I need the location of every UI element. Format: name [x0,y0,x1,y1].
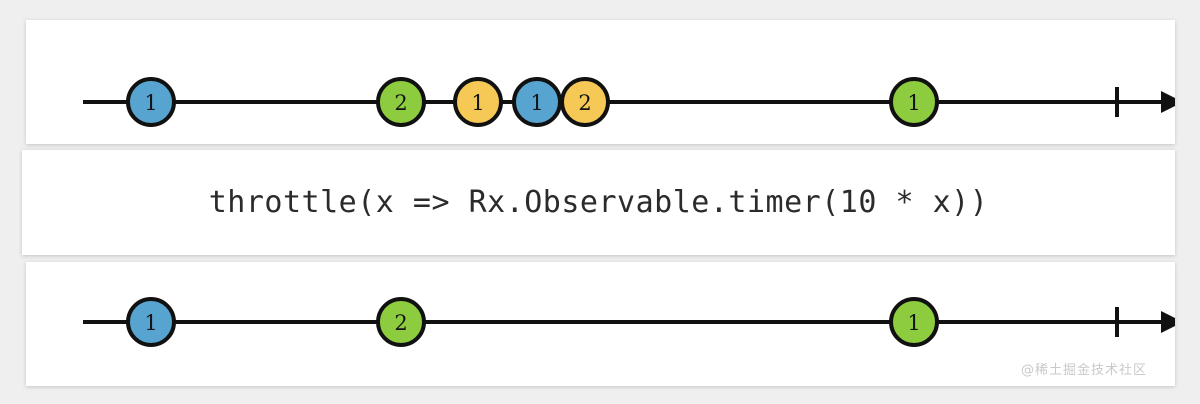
marble[interactable]: 1 [126,77,176,127]
marble-circle [126,77,176,127]
marble-circle [453,77,503,127]
marble-circle [889,297,939,347]
marble-circle [126,297,176,347]
timeline-arrowhead-icon [1161,311,1175,333]
marble-value-label: 1 [530,91,543,115]
marble-value-label: 1 [907,311,920,335]
marble[interactable]: 2 [376,77,426,127]
operator-code-panel: throttle(x => Rx.Observable.timer(10 * x… [22,150,1175,255]
timeline-arrowhead-icon [1161,91,1175,113]
result-timeline-axis: 1 2 1 [83,297,1175,347]
marble[interactable]: 2 [376,297,426,347]
source-timeline-svg: 1 2 1 1 2 1 [83,77,1175,127]
marble-value-label: 2 [394,91,407,115]
marble-value-label: 1 [471,91,484,115]
marble[interactable]: 1 [889,297,939,347]
marble-value-label: 2 [394,311,407,335]
marble-circle [889,77,939,127]
marble-value-label: 1 [144,311,157,335]
marble[interactable]: 2 [560,77,610,127]
marble-circle [560,77,610,127]
result-timeline-svg: 1 2 1 [83,297,1175,347]
marble[interactable]: 1 [512,77,562,127]
operator-code-text: throttle(x => Rx.Observable.timer(10 * x… [208,185,989,220]
source-observable-panel: 1 2 1 1 2 1 [26,20,1175,144]
marble-value-label: 2 [578,91,591,115]
source-timeline-axis: 1 2 1 1 2 1 [83,77,1175,127]
result-observable-panel: 1 2 1 @稀土掘金技术社区 [26,262,1175,386]
marble-value-label: 1 [144,91,157,115]
marble-circle [376,297,426,347]
marble-circle [376,77,426,127]
marble-value-label: 1 [907,91,920,115]
watermark-text: @稀土掘金技术社区 [1020,363,1147,378]
marble[interactable]: 1 [126,297,176,347]
marble[interactable]: 1 [889,77,939,127]
marble[interactable]: 1 [453,77,503,127]
